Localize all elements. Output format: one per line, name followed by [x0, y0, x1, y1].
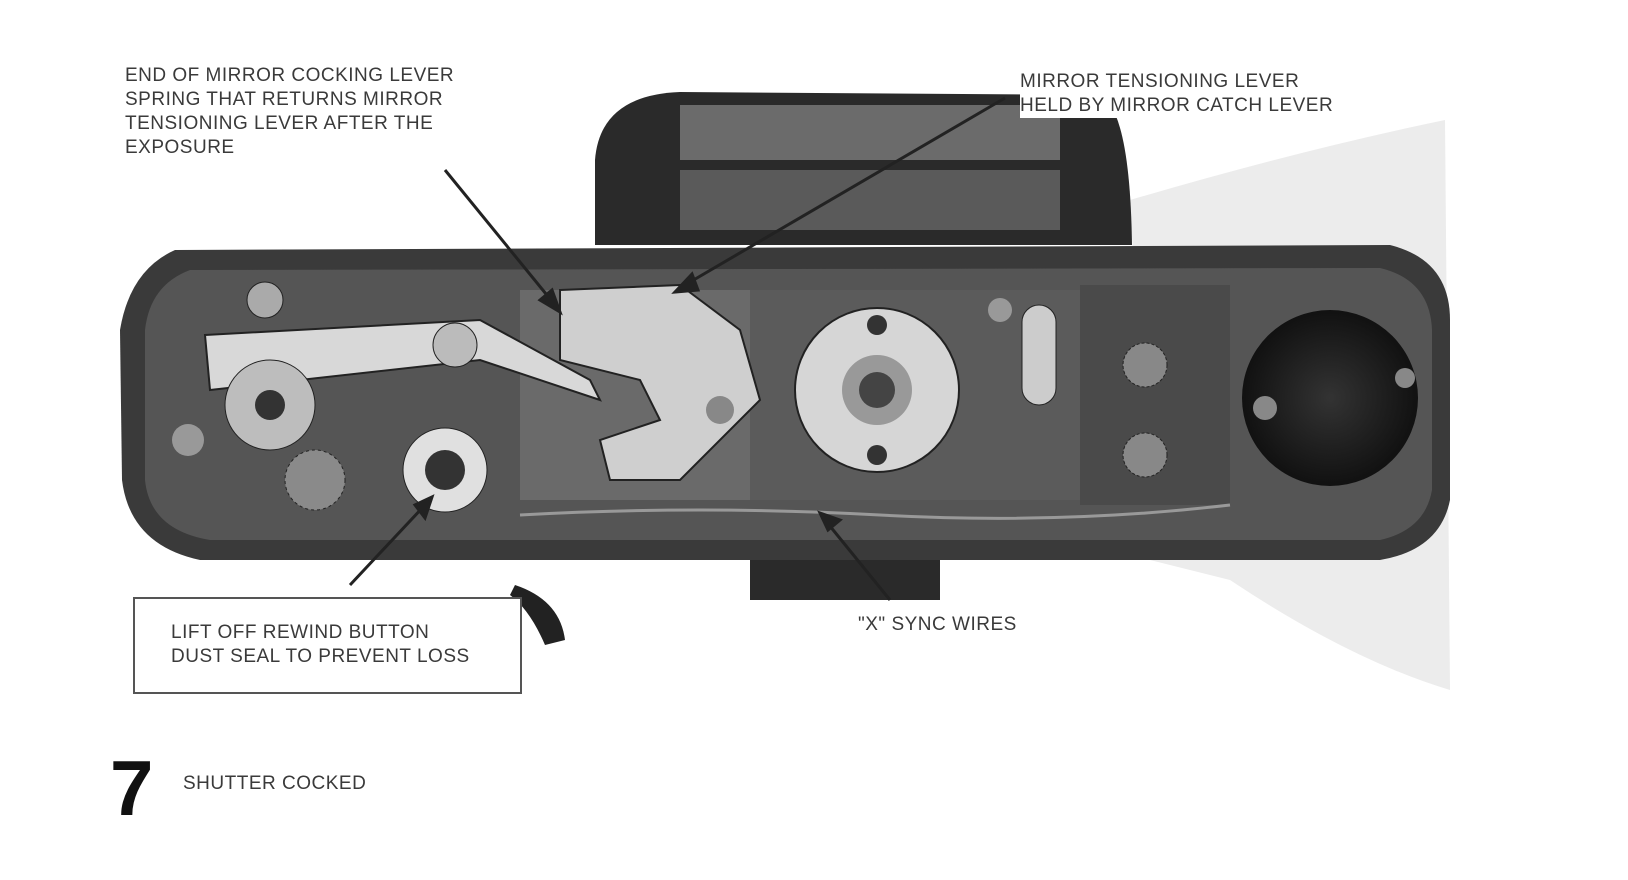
arrow-mirror-tensioning — [684, 96, 1006, 287]
callout-sync-wires: "X" SYNC WIRES — [858, 614, 1017, 635]
arrow-mirror-cocking-spring — [443, 169, 557, 306]
callout-mirror-tensioning-lever: MIRROR TENSIONING LEVER HELD BY MIRROR C… — [1020, 70, 1334, 118]
figure-number: 7 — [110, 744, 154, 832]
callout-rewind-button: LIFT OFF REWIND BUTTON DUST SEAL TO PREV… — [171, 622, 470, 667]
arrow-rewind-button — [348, 503, 427, 587]
callout-mirror-cocking-spring: END OF MIRROR COCKING LEVER SPRING THAT … — [125, 65, 455, 158]
arrow-sync-wires — [823, 519, 892, 601]
callout-box-rewind: LIFT OFF REWIND BUTTON DUST SEAL TO PREV… — [133, 597, 522, 694]
figure-caption: SHUTTER COCKED — [183, 773, 367, 794]
